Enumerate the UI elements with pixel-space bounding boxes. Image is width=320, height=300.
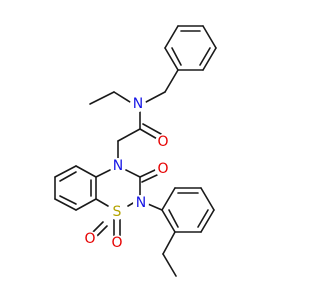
atom-label-s1: S	[113, 204, 122, 220]
bond	[145, 91, 166, 103]
bond	[142, 123, 162, 135]
bond	[202, 25, 217, 49]
atom-label-n4: N	[113, 158, 123, 174]
bond	[139, 128, 160, 141]
bond	[161, 209, 176, 233]
bond	[92, 221, 104, 233]
atom-n2: N	[133, 195, 149, 211]
bond	[89, 91, 115, 105]
chemical-structure: N O N O N S O O	[54, 25, 217, 277]
bond	[59, 171, 77, 182]
atom-n-amide: N	[130, 96, 146, 112]
bond	[95, 169, 111, 178]
bond	[199, 47, 211, 66]
bond	[96, 225, 108, 237]
bond	[95, 198, 109, 207]
bond	[171, 47, 182, 66]
atom-n4: N	[110, 158, 126, 174]
atom-s1: S	[109, 204, 125, 220]
bond	[168, 209, 179, 228]
atom-label-o-amide: O	[157, 134, 168, 150]
atom-label-n-amide: N	[133, 96, 143, 112]
bond	[202, 47, 217, 71]
atom-o-s1: O	[82, 231, 98, 247]
atom-labels: N O N O N S O O	[82, 96, 171, 251]
bond	[147, 203, 163, 211]
atom-o-s2: O	[109, 235, 125, 251]
bond	[113, 91, 131, 103]
atom-label-o3: O	[157, 161, 168, 177]
bond	[164, 47, 179, 71]
bond	[162, 231, 176, 255]
bond	[125, 169, 141, 178]
bond	[164, 25, 179, 49]
atom-label-n2: N	[136, 195, 146, 211]
bond	[141, 174, 158, 183]
bond	[54, 198, 77, 211]
bond	[164, 69, 179, 93]
bond	[75, 165, 97, 178]
atom-o3: O	[155, 161, 171, 177]
atom-o-amide: O	[155, 134, 171, 150]
bond	[200, 187, 215, 211]
bond	[162, 253, 177, 277]
bond	[197, 209, 209, 228]
bond	[200, 209, 215, 233]
bond	[139, 169, 156, 178]
bond	[75, 198, 97, 211]
bond	[117, 128, 141, 142]
atom-label-o-s2: O	[111, 235, 122, 251]
bond	[54, 165, 77, 178]
atom-label-o-s1: O	[84, 231, 95, 247]
bond	[161, 187, 176, 211]
bond-lines	[54, 25, 217, 277]
bond	[59, 195, 77, 205]
